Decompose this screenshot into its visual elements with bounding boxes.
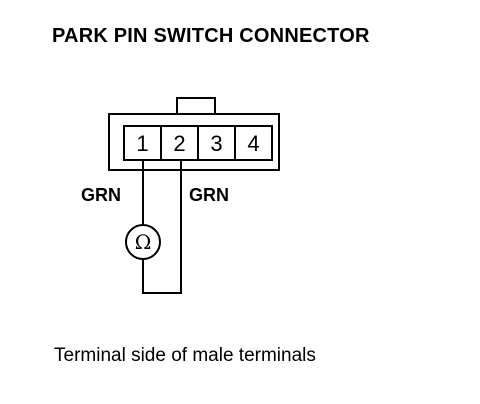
wire-label-terminal-1: GRN: [81, 185, 121, 205]
terminal-number-3: 3: [210, 131, 222, 156]
terminal-number-4: 4: [247, 131, 259, 156]
terminal-number-1: 1: [136, 131, 148, 156]
diagram-caption: Terminal side of male terminals: [54, 345, 316, 366]
terminal-number-2: 2: [173, 131, 185, 156]
ohmmeter-icon: Ω: [125, 224, 161, 260]
diagram-title: PARK PIN SWITCH CONNECTOR: [52, 25, 370, 47]
terminal-cavity-4: [234, 125, 273, 161]
connector-lock-tab: [176, 97, 216, 116]
wire-label-terminal-2: GRN: [189, 185, 229, 205]
ohm-symbol: Ω: [135, 230, 152, 254]
test-lead-terminal-2: [142, 160, 182, 294]
